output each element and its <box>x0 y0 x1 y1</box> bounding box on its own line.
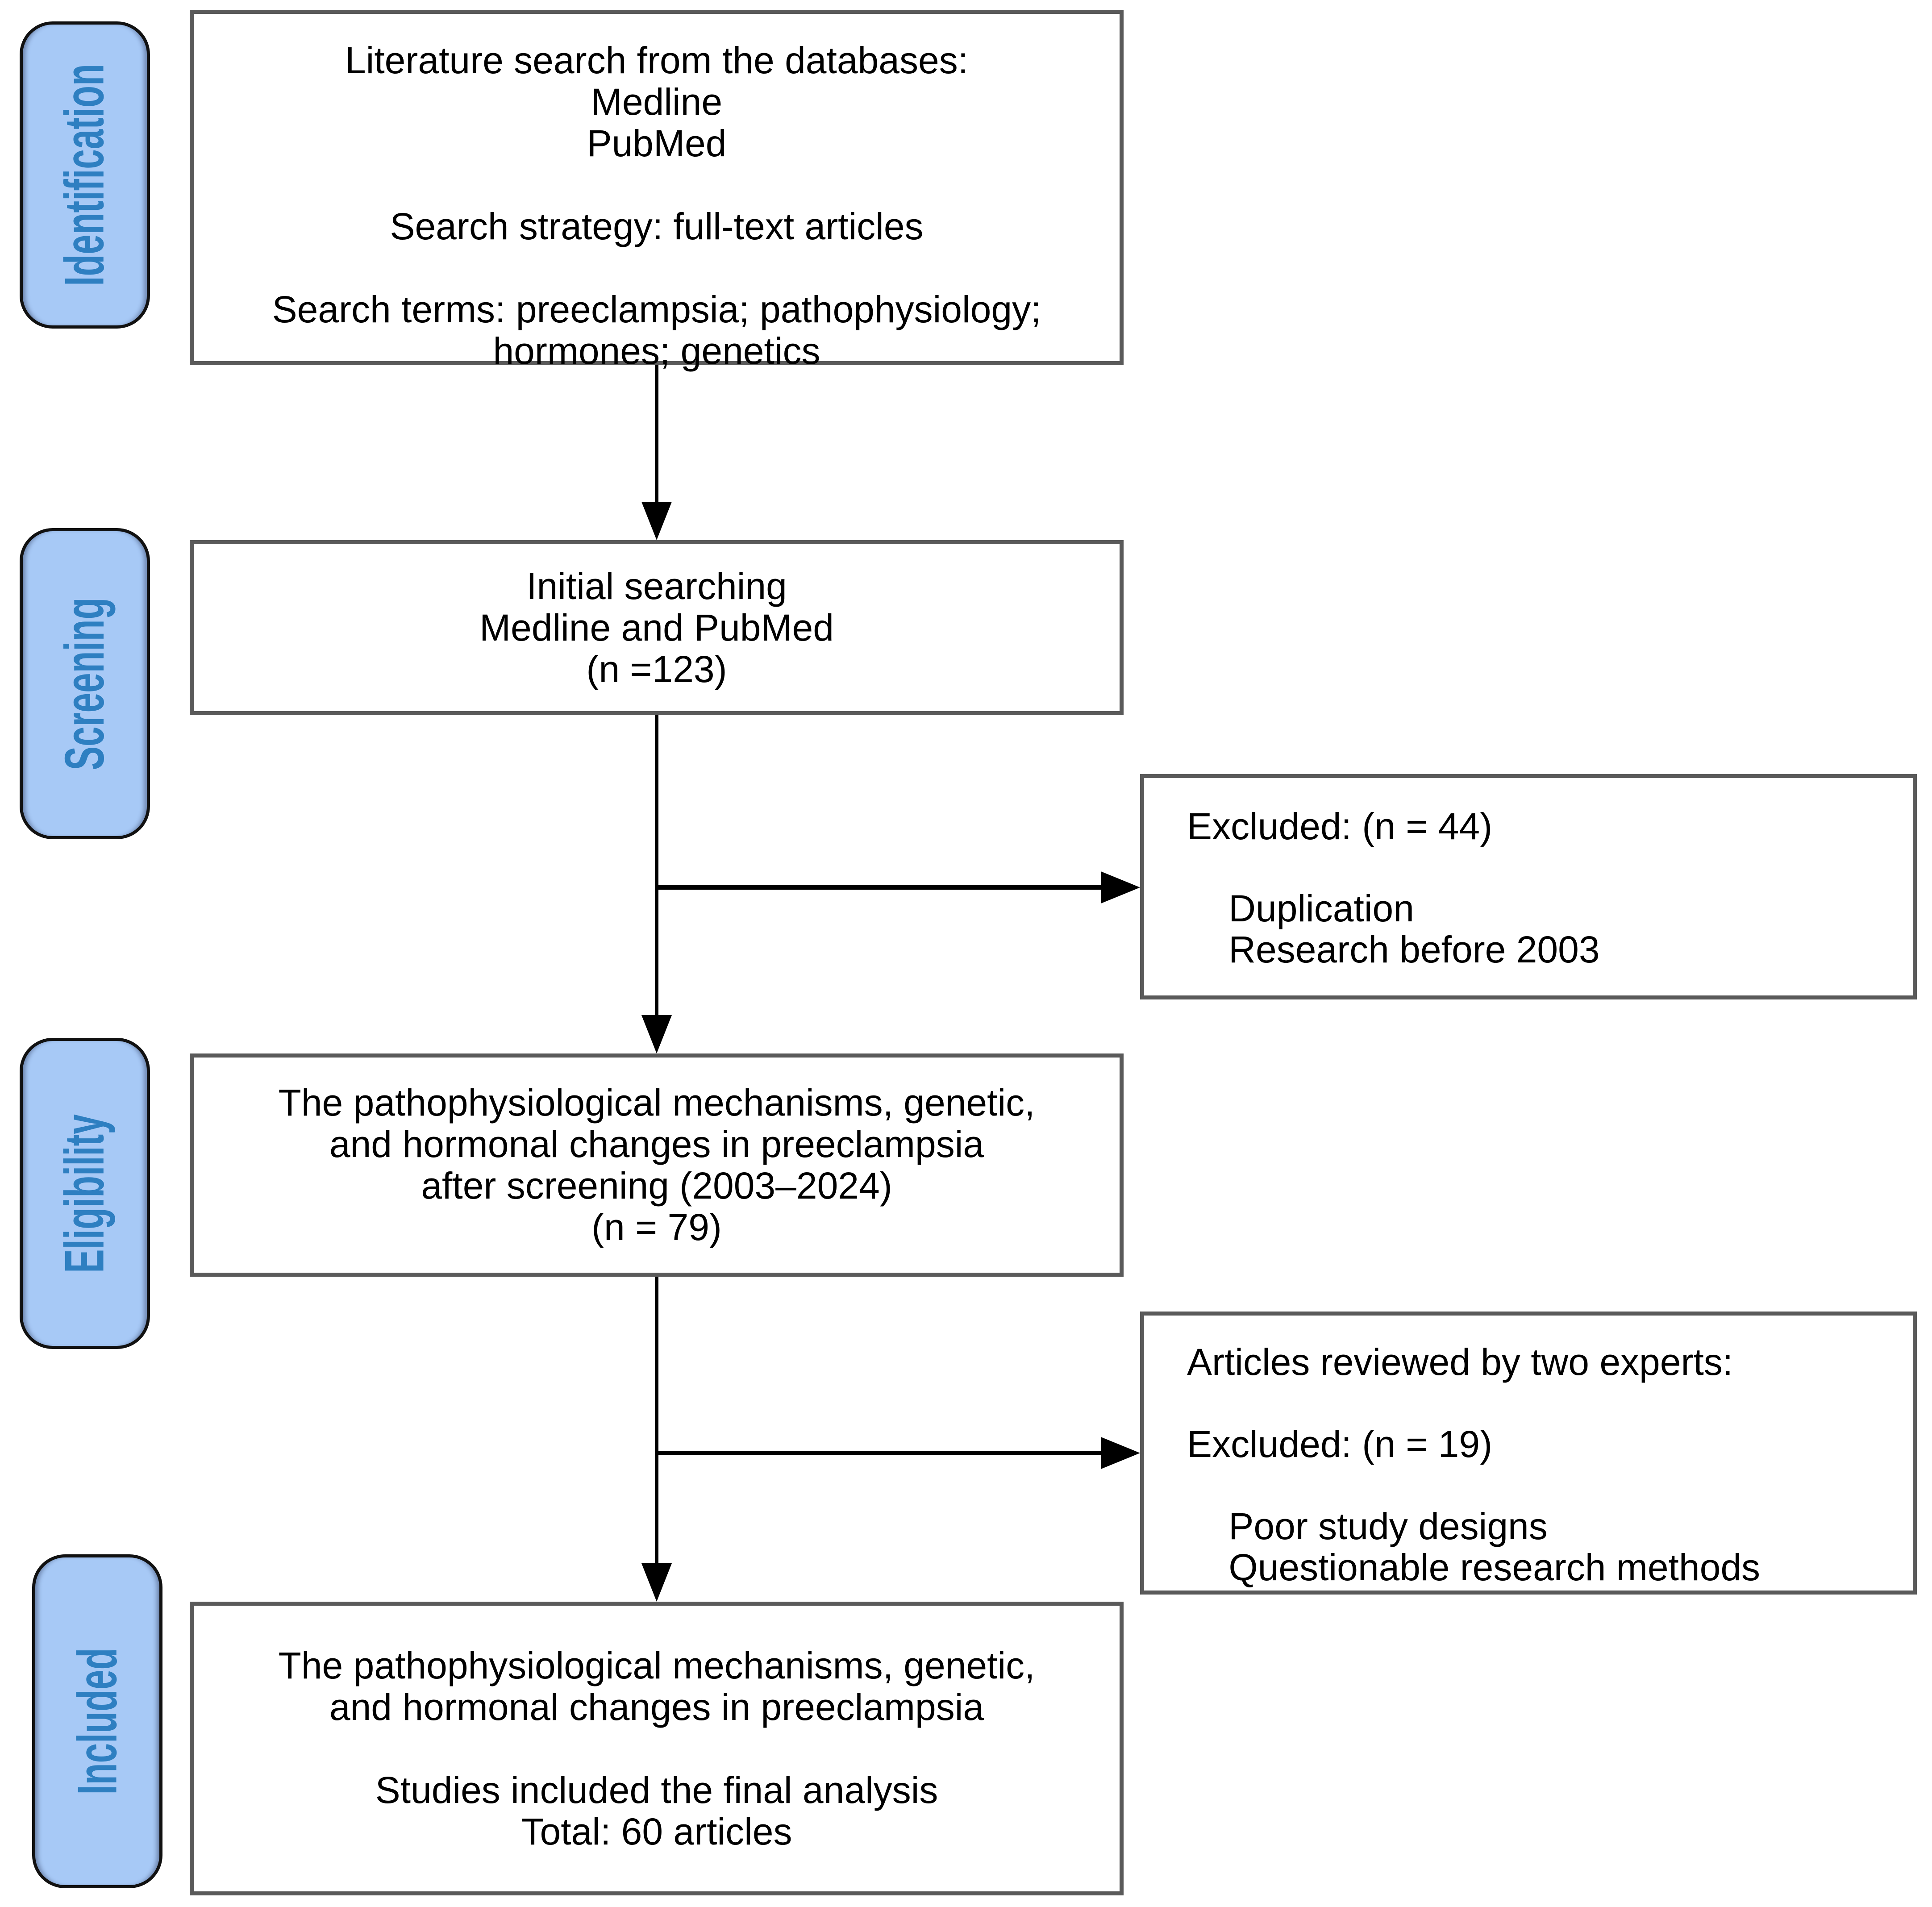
box-text-line: Research before 2003 <box>1187 929 1600 970</box>
stage-label-eligibility-text: Eligibility <box>54 1114 116 1273</box>
box-excluded-screening: Excluded: (n = 44) Duplication Research … <box>1140 774 1917 999</box>
box-text-line: Excluded: (n = 44) <box>1187 805 1493 847</box>
box-text-line: Questionable research methods <box>1187 1546 1761 1588</box>
box-text-line: Medline and PubMed <box>479 606 834 649</box>
box-excluded-eligibility: Articles reviewed by two experts: Exclud… <box>1140 1312 1917 1595</box>
box-text-line: The pathophysiological mechanisms, genet… <box>278 1082 1035 1124</box>
box-text-line: (n =123) <box>586 648 727 690</box>
box-text-line: Initial searching <box>526 565 787 607</box>
box-literature-search: Literature search from the databases:Med… <box>190 10 1124 372</box>
box-after-screening: The pathophysiological mechanisms, genet… <box>190 1053 1124 1277</box>
arrow-branch-to-excluded-eligibility-head <box>1101 1437 1140 1469</box>
arrow-screened-to-final-head <box>641 1563 672 1602</box>
box-text-line <box>1187 1465 1895 1506</box>
box-text-line: after screening (2003–2024) <box>421 1165 892 1207</box>
box-text-line <box>194 1728 1120 1770</box>
arrow-branch-to-excluded-screening-head <box>1101 871 1140 904</box>
stage-label-included-text: Included <box>66 1648 128 1795</box>
box-text-line: Articles reviewed by two experts: <box>1187 1341 1733 1383</box>
stage-label-eligibility: Eligibility <box>20 1038 150 1349</box>
arrow-branch-to-excluded-eligibility-line <box>657 1451 1103 1455</box>
arrow-literature-to-initial-line <box>655 365 658 509</box>
box-text-line <box>194 247 1120 289</box>
box-text-line: and hormonal changes in preeclampsia <box>329 1686 984 1728</box>
box-text-line: and hormonal changes in preeclampsia <box>329 1123 984 1165</box>
stage-label-screening-text: Screening <box>54 597 116 770</box>
stage-label-identification: Identification <box>20 21 150 329</box>
stage-label-included: Included <box>32 1554 162 1888</box>
box-text-line: Poor study designs <box>1187 1505 1548 1547</box>
box-text-line: Medline <box>591 81 723 123</box>
box-text-line: Total: 60 articles <box>521 1810 792 1853</box>
box-text-line <box>1187 1382 1895 1424</box>
arrow-literature-to-initial-head <box>641 502 672 540</box>
box-final-analysis: The pathophysiological mechanisms, genet… <box>190 1602 1124 1895</box>
box-text-line: hormones; genetics <box>493 330 820 372</box>
box-text-line: PubMed <box>587 122 727 164</box>
arrow-screened-to-final-line <box>655 1277 658 1567</box>
arrow-initial-to-screened-line <box>655 715 658 1019</box>
box-text-line: Duplication <box>1187 887 1414 929</box>
arrow-branch-to-excluded-screening-line <box>657 885 1103 890</box>
box-text-line: Excluded: (n = 19) <box>1187 1423 1493 1465</box>
box-text-line: Search strategy: full-text articles <box>390 205 924 247</box>
box-text-line: (n = 79) <box>591 1206 722 1248</box>
stage-label-screening: Screening <box>20 528 150 839</box>
box-text-line <box>1187 847 1895 888</box>
arrow-initial-to-screened-head <box>641 1015 672 1053</box>
stage-label-identification-text: Identification <box>54 64 116 286</box>
box-text-line: The pathophysiological mechanisms, genet… <box>278 1644 1035 1686</box>
box-text-line: Search terms: preeclampsia; pathophysiol… <box>272 288 1041 330</box>
box-text-line: Studies included the final analysis <box>375 1769 938 1811</box>
box-text-line <box>194 164 1120 206</box>
box-text-line: Literature search from the databases: <box>345 39 969 81</box>
